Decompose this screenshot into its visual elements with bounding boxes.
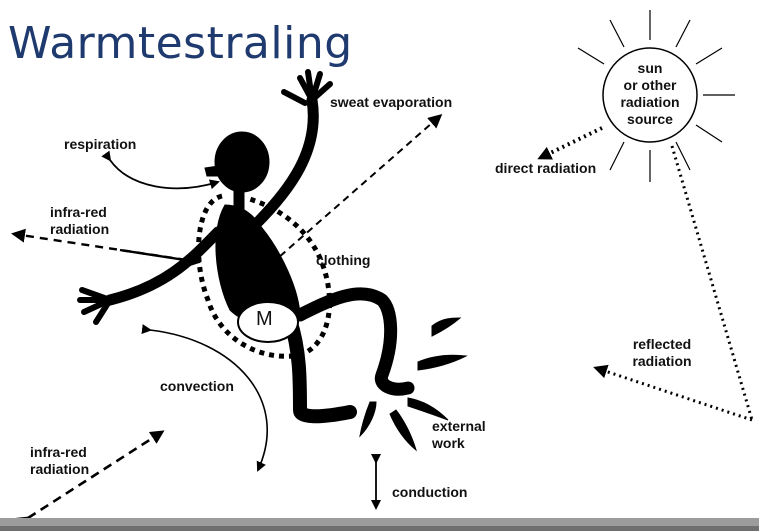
convection-arrow [141,324,268,472]
infrared-top-label: infra-red radiation [50,204,110,237]
respiration-label: respiration [64,136,137,152]
clothing-outline [196,193,332,359]
reflected-radiation-arrow [593,364,753,422]
head [214,131,270,193]
reflected-path-down [670,145,754,421]
conduction-label: conduction [392,484,468,500]
sweat-evaporation-arrow [261,114,443,273]
page-title: Warmtestraling [8,18,353,69]
metabolism-oval [237,301,299,343]
sun-label: sun or other radiation source [620,60,680,127]
direct-radiation-arrow [537,126,603,160]
clothing-label: clothing [316,252,371,268]
ground-shadow [0,526,759,531]
human-figure [77,69,468,452]
infrared-bottom-arrow [14,430,165,530]
respiration-arrow [101,150,220,190]
reflected-radiation-label: reflected radiation [632,336,692,369]
external-work-label: external work [432,418,486,451]
sweat-evaporation-label: sweat evaporation [330,94,453,110]
direct-radiation-label: direct radiation [495,160,597,176]
metabolism-label: M [256,308,273,330]
infrared-bottom-label: infra-red radiation [30,444,90,477]
convection-label: convection [160,378,234,394]
sun-icon [577,10,735,182]
